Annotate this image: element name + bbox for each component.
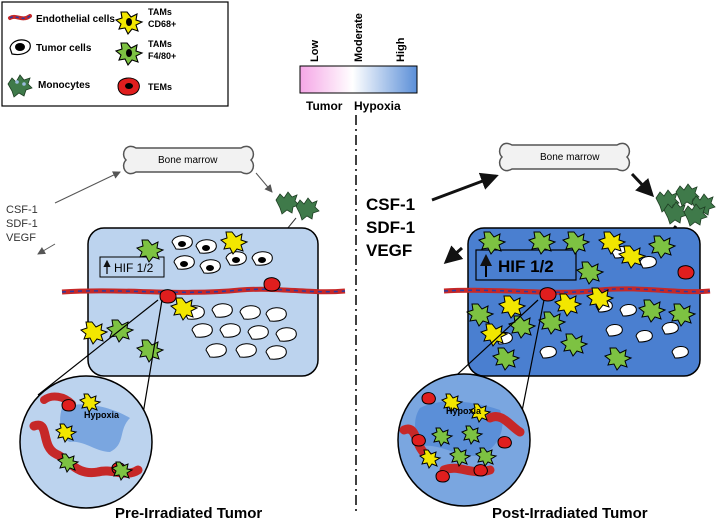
tumor-cell-icon: [9, 39, 31, 56]
bone-marrow-icon: [122, 145, 255, 175]
monocyte-icon: [7, 74, 33, 98]
right-factor-sdf1: SDF-1: [366, 218, 415, 237]
right-panel: Bone marrow CSF-1 SDF-1 VEGF HIF 1/2: [366, 142, 716, 520]
right-hif-box: [475, 249, 577, 281]
legend-tam-cd68-line1: TAMs: [148, 7, 172, 17]
legend-monocytes-label: Monocytes: [38, 80, 91, 91]
scale-low-label: Low: [309, 40, 321, 62]
legend: Endothelial cells Tumor cells Monocytes …: [1, 1, 229, 107]
left-arrow-to-bone: [54, 171, 121, 204]
right-tems: [539, 265, 695, 302]
left-tams-yellow: [79, 231, 249, 345]
right-tams-green: [465, 231, 697, 371]
left-hif-label: HIF 1/2: [114, 261, 154, 275]
left-bone-marrow-label: Bone marrow: [158, 155, 218, 166]
scale-high-label: High: [395, 37, 407, 62]
left-panel: Bone marrow CSF-1 SDF-1 VEGF HIF 1/2: [6, 145, 346, 520]
left-factor-sdf1: SDF-1: [6, 218, 38, 230]
right-factor-csf1: CSF-1: [366, 195, 415, 214]
hypoxia-scale: Low Moderate High Tumor Hypoxia: [299, 13, 418, 113]
right-arrow-from-bone: [630, 172, 655, 198]
legend-tam-f480-line2: F4/80+: [148, 51, 176, 61]
right-panel-title: Post-Irradiated Tumor: [492, 505, 648, 520]
left-factor-vegf: VEGF: [6, 232, 36, 244]
right-bone-marrow-label: Bone marrow: [540, 152, 600, 163]
left-tams-green: [105, 239, 165, 363]
legend-endothelial-label: Endothelial cells: [36, 14, 115, 25]
right-zoom-circle: [397, 373, 531, 507]
legend-tam-cd68-line2: CD68+: [148, 19, 176, 29]
tam-cd68-icon: [114, 11, 144, 36]
legend-tems-label: TEMs: [148, 82, 172, 92]
right-factor-vegf: VEGF: [366, 241, 412, 260]
right-arrow-factors-out: [443, 245, 464, 264]
endothelial-icon: [8, 14, 32, 21]
left-arrow-from-bone: [255, 172, 273, 193]
right-bone-marrow-icon: [498, 142, 631, 172]
right-arrow-to-bone: [431, 172, 499, 202]
right-hif-label: HIF 1/2: [498, 257, 554, 276]
scale-moderate-label: Moderate: [353, 13, 365, 62]
scale-caption-right: Hypoxia: [354, 99, 401, 113]
tem-icon: [117, 77, 140, 96]
right-tams-yellow: [479, 231, 647, 347]
right-hypoxia-label: Hypoxia: [446, 406, 482, 416]
left-arrow-factors-out: [37, 243, 56, 255]
legend-tam-f480-line1: TAMs: [148, 39, 172, 49]
left-factor-csf1: CSF-1: [6, 204, 38, 216]
right-monocyte-cluster: [655, 183, 716, 227]
left-monocyte-cluster: [275, 191, 320, 221]
tam-f480-icon: [114, 42, 144, 67]
left-panel-title: Pre-Irradiated Tumor: [115, 505, 262, 520]
left-hypoxia-label: Hypoxia: [84, 410, 120, 420]
legend-tumor-label: Tumor cells: [36, 43, 92, 54]
left-zoom-circle: [19, 375, 153, 509]
scale-caption-left: Tumor: [306, 99, 343, 113]
left-hif-box: [99, 256, 165, 278]
